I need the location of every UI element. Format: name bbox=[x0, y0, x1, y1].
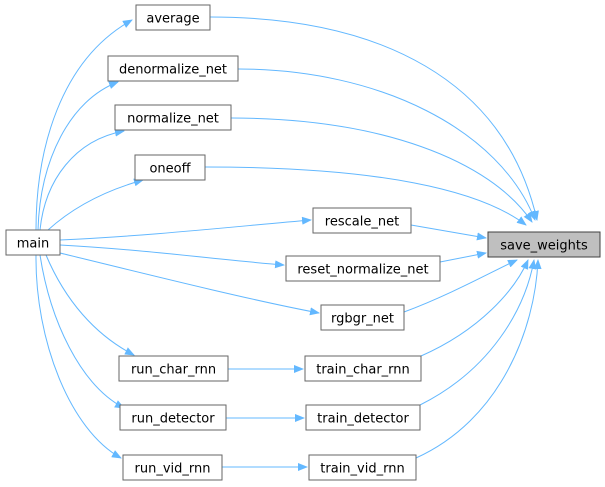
node-oneoff[interactable]: oneoff bbox=[134, 154, 206, 181]
node-label-run_char_rnn: run_char_rnn bbox=[131, 363, 216, 378]
edge-normalize_net-to-save_weights bbox=[230, 117, 533, 223]
edge-main-to-run_detector bbox=[39, 254, 125, 409]
edge-main-to-run_vid_rnn bbox=[35, 254, 122, 459]
edge-reset_normalize_net-to-save_weights bbox=[439, 250, 487, 263]
node-rescale_net[interactable]: rescale_net bbox=[312, 207, 412, 234]
node-label-run_vid_rnn: run_vid_rnn bbox=[135, 462, 211, 477]
node-label-reset_normalize_net: reset_normalize_net bbox=[297, 263, 428, 278]
node-box-rgbgr_net[interactable] bbox=[320, 304, 405, 331]
edge-main-to-average bbox=[35, 19, 133, 231]
node-box-run_detector[interactable] bbox=[119, 404, 227, 431]
node-box-rescale_net[interactable] bbox=[312, 207, 412, 234]
edge-main-to-reset_normalize_net bbox=[59, 244, 285, 269]
node-label-oneoff: oneoff bbox=[149, 162, 191, 177]
node-train_char_rnn[interactable]: train_char_rnn bbox=[304, 355, 422, 382]
edge-average-to-save_weights bbox=[209, 16, 539, 221]
node-box-oneoff[interactable] bbox=[134, 154, 206, 181]
node-main[interactable]: main bbox=[5, 229, 61, 256]
node-train_detector[interactable]: train_detector bbox=[305, 404, 421, 431]
node-label-save_weights: save_weights bbox=[500, 239, 588, 254]
edge-rgbgr_net-to-save_weights bbox=[403, 259, 518, 313]
node-box-denormalize_net[interactable] bbox=[107, 55, 239, 82]
edge-main-to-normalize_net bbox=[39, 128, 125, 231]
edge-main-to-rgbgr_net bbox=[59, 252, 320, 316]
nodes-layer: average denormalize_net normalize_netoneof… bbox=[5, 4, 601, 481]
node-denormalize_net[interactable]: denormalize_net bbox=[107, 55, 239, 82]
node-box-normalize_net[interactable] bbox=[114, 104, 232, 131]
edge-train_vid_rnn-to-save_weights bbox=[415, 259, 542, 459]
node-label-run_detector: run_detector bbox=[131, 412, 215, 427]
edge-rescale_net-to-save_weights bbox=[410, 224, 487, 241]
node-box-train_vid_rnn[interactable] bbox=[308, 454, 417, 481]
node-run_vid_rnn[interactable]: run_vid_rnn bbox=[122, 454, 223, 481]
node-label-normalize_net: normalize_net bbox=[127, 112, 219, 127]
node-label-rescale_net: rescale_net bbox=[325, 215, 399, 230]
node-run_detector[interactable]: run_detector bbox=[119, 404, 227, 431]
node-box-run_vid_rnn[interactable] bbox=[122, 454, 223, 481]
node-box-reset_normalize_net[interactable] bbox=[285, 255, 441, 282]
edge-main-to-run_char_rnn bbox=[45, 254, 135, 356]
node-box-main[interactable] bbox=[5, 229, 61, 256]
node-average[interactable]: average bbox=[135, 4, 211, 31]
node-box-train_char_rnn[interactable] bbox=[304, 355, 422, 382]
node-label-average: average bbox=[146, 12, 199, 27]
node-label-denormalize_net: denormalize_net bbox=[119, 63, 227, 78]
node-train_vid_rnn[interactable]: train_vid_rnn bbox=[308, 454, 417, 481]
node-label-train_char_rnn: train_char_rnn bbox=[316, 363, 410, 378]
node-label-train_vid_rnn: train_vid_rnn bbox=[320, 462, 404, 477]
node-box-average[interactable] bbox=[135, 4, 211, 31]
edge-main-to-oneoff bbox=[47, 178, 144, 231]
edge-main-to-rescale_net bbox=[59, 216, 312, 241]
edge-train_detector-to-save_weights bbox=[419, 259, 537, 406]
edge-main-to-denormalize_net bbox=[37, 81, 119, 231]
node-rgbgr_net[interactable]: rgbgr_net bbox=[320, 304, 405, 331]
node-normalize_net[interactable]: normalize_net bbox=[114, 104, 232, 131]
node-label-main: main bbox=[17, 237, 49, 252]
edge-denormalize_net-to-save_weights bbox=[237, 68, 536, 221]
edge-oneoff-to-save_weights bbox=[204, 166, 527, 226]
node-box-run_char_rnn[interactable] bbox=[118, 355, 229, 382]
node-reset_normalize_net[interactable]: reset_normalize_net bbox=[285, 255, 441, 282]
edge-train_char_rnn-to-save_weights bbox=[420, 259, 529, 357]
node-label-rgbgr_net: rgbgr_net bbox=[331, 312, 394, 327]
node-save_weights[interactable]: save_weights bbox=[487, 231, 601, 258]
node-box-train_detector[interactable] bbox=[305, 404, 421, 431]
node-box-save_weights[interactable] bbox=[487, 231, 601, 258]
edges-layer bbox=[35, 16, 542, 471]
node-label-train_detector: train_detector bbox=[317, 412, 409, 427]
node-run_char_rnn[interactable]: run_char_rnn bbox=[118, 355, 229, 382]
